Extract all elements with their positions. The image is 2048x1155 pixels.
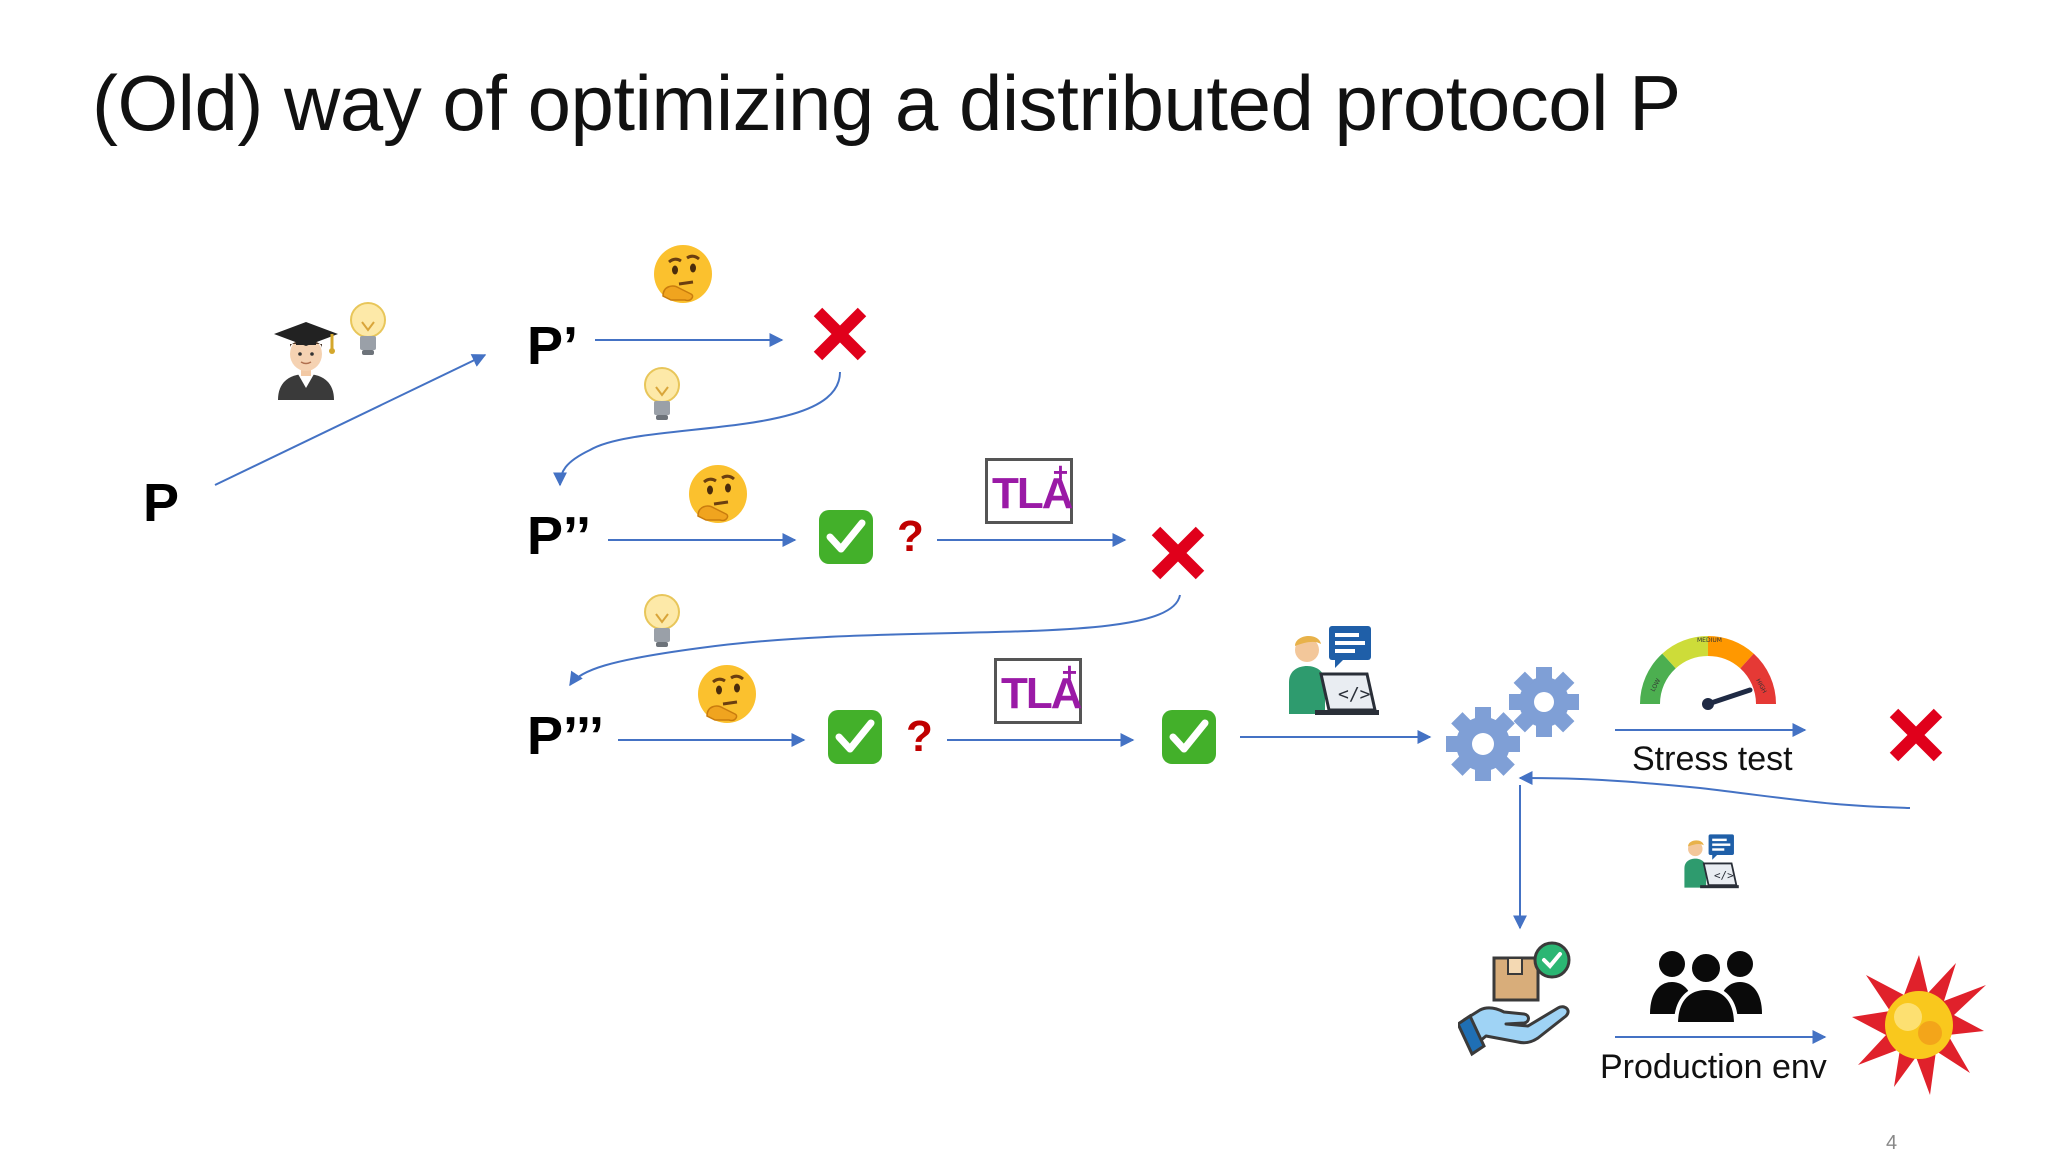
tla-plus: +	[1061, 657, 1077, 687]
slide-title: (Old) way of optimizing a distributed pr…	[92, 59, 1681, 147]
tla-logo-icon: TLA +	[985, 457, 1074, 524]
check-mark-icon	[828, 710, 882, 764]
gears-icon	[1446, 667, 1579, 781]
tla-logo-icon: TLA +	[994, 657, 1083, 724]
cross-mark-icon	[1151, 526, 1205, 580]
lightbulb-icon	[350, 302, 386, 355]
developer-laptop-icon: </>	[1289, 626, 1379, 715]
arrow-cross-back-to-p3	[569, 594, 1181, 687]
label-p-prime: P’	[527, 316, 579, 376]
tla-text: TLA	[992, 469, 1074, 518]
cross-mark-icon	[813, 307, 867, 361]
developer-laptop-icon: </>	[1684, 834, 1739, 889]
tla-text: TLA	[1001, 669, 1083, 718]
people-icon	[1650, 950, 1762, 1024]
arrow-p-to-p1	[214, 354, 487, 486]
check-mark-icon	[819, 510, 873, 564]
package-hand-icon	[1458, 941, 1571, 1057]
arrow-feedback-to-gears	[1518, 771, 1911, 809]
question-mark: ?	[897, 512, 924, 561]
cross-mark-icon	[1889, 708, 1943, 762]
explosion-icon	[1852, 955, 1986, 1095]
page-number: 4	[1886, 1132, 1898, 1154]
lightbulb-icon	[644, 594, 680, 647]
caption-stress-test: Stress test	[1632, 740, 1793, 778]
gauge-label-medium: MEDIUM	[1697, 637, 1722, 644]
student-icon	[274, 322, 338, 400]
label-p-triple-prime: P’’’	[527, 706, 605, 766]
lightbulb-icon	[644, 367, 680, 420]
label-p: P	[143, 473, 180, 533]
svg-text:</>: </>	[1338, 684, 1371, 705]
arrow-cross-back-to-p2	[553, 371, 841, 487]
tla-plus: +	[1052, 457, 1068, 487]
check-mark-icon	[1162, 710, 1216, 764]
caption-production-env: Production env	[1600, 1048, 1827, 1086]
svg-text:</>: </>	[1714, 869, 1734, 882]
thinking-face-icon	[654, 245, 712, 303]
thinking-face-icon	[689, 465, 747, 523]
thinking-face-icon	[698, 665, 756, 723]
label-p-double-prime: P’’	[527, 506, 592, 566]
gauge-icon: LOW MEDIUM HIGH	[1640, 635, 1776, 710]
question-mark: ?	[906, 712, 933, 761]
